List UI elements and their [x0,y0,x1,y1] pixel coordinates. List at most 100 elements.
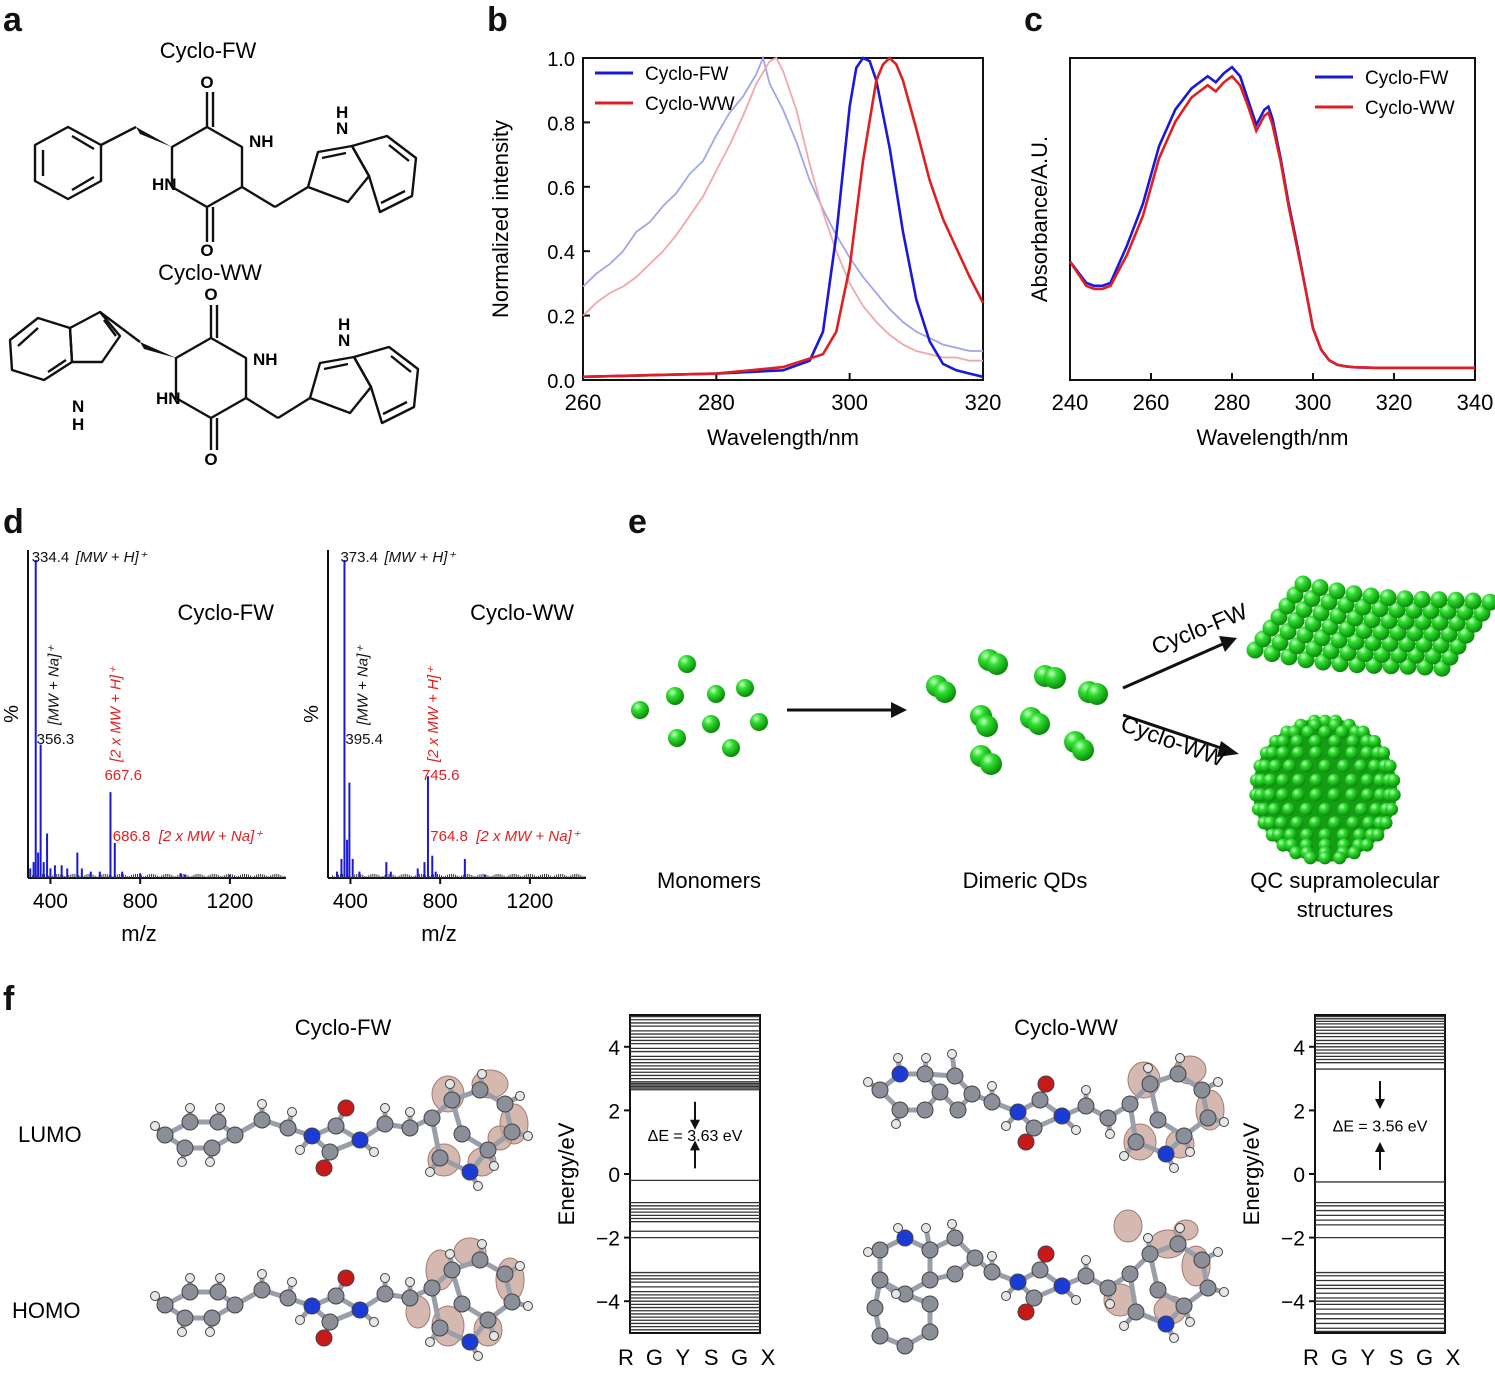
sphere [1318,759,1332,773]
lumo-label: LUMO [18,1122,82,1147]
sphere [934,681,956,703]
sphere [1367,734,1381,748]
carbon-atom [453,1295,471,1313]
x-tick-label: 320 [965,390,1002,415]
sphere [1318,714,1332,728]
sphere [702,715,720,733]
carbon-atom [983,1263,1001,1281]
sphere [1337,759,1351,773]
sphere [1360,746,1374,760]
carbon-atom [871,1271,889,1289]
sphere [1291,773,1305,787]
carbon-atom [279,1289,297,1307]
sphere [1291,746,1305,760]
sphere [1379,589,1397,607]
hydrogen-atom [1119,1151,1129,1161]
sphere [1345,788,1359,802]
svg-text:O: O [204,450,217,469]
svg-text:HN: HN [152,175,177,194]
x-tick-label: 280 [698,390,735,415]
hydrogen-atom [185,1103,195,1113]
sphere [1268,759,1282,773]
hydrogen-atom [489,1161,499,1171]
x-tick-label: 800 [123,890,158,913]
hydrogen-atom [1219,1117,1229,1127]
sphere [1294,575,1312,593]
hydrogen-atom [445,1249,455,1259]
structure-cyclo-ww: Cyclo-WW O O NH HN N H H N [8,260,420,469]
sphere [1253,788,1267,802]
y-tick-label: 0 [1293,1164,1305,1187]
nitrogen-atom [1009,1103,1027,1121]
peak-ion: [2 x MW + H]⁺ [425,666,442,763]
sphere [1309,746,1323,760]
hydrogen-atom [445,1079,455,1089]
carbon-atom [1175,1297,1193,1315]
carbon-atom [401,1119,419,1137]
sphere [1327,746,1341,760]
y-tick-label: 0.6 [547,178,575,200]
sphere [976,715,998,737]
peak-ion: [2 x MW + Na]⁺ [475,828,580,845]
carbon-atom [946,1067,964,1085]
oxygen-atom [1037,1075,1055,1093]
hydrogen-atom [380,1103,390,1113]
carbon-atom [471,1251,489,1269]
hydrogen-atom [947,1049,957,1059]
sphere [678,655,696,673]
hydrogen-atom [473,1351,483,1361]
sphere [1272,828,1286,842]
y-tick-label: 0.4 [547,242,575,264]
sphere [1044,667,1066,689]
sphere [1354,802,1368,816]
y-axis-label: Normalized intensity [488,120,513,318]
molecule-fw-homo [150,1237,533,1361]
hydrogen-atom [215,1103,225,1113]
sphere [1276,734,1290,748]
carbon-atom [503,1123,521,1141]
carbon-atom [963,1085,981,1103]
svg-text:N: N [336,119,348,138]
carbon-atom [479,1311,497,1329]
carbon-atom [1149,1111,1167,1129]
spectrum-title: Cyclo-FW [177,600,274,625]
carbon-atom [916,1101,934,1119]
y-axis-label: Energy/eV [554,1122,579,1225]
x-tick-label: 1200 [207,890,254,913]
sphere [1257,802,1271,816]
carbon-atom [1169,1065,1187,1083]
sphere [1318,725,1332,739]
hydrogen-atom [893,1053,903,1063]
panel-label-f: f [3,980,15,1018]
carbon-atom [931,1083,949,1101]
x-axis-label: Wavelength/nm [1196,425,1348,450]
sphere [1327,788,1341,802]
carbon-atom [376,1285,394,1303]
sphere [1300,828,1314,842]
y-axis-label: Absorbance/A.U. [1027,136,1052,302]
peak-label: 745.6 [422,767,460,784]
sphere [980,753,1002,775]
series-line [582,56,984,379]
sphere [1346,816,1360,830]
y-tick-label: −4 [596,1291,620,1314]
carbon-atom [921,1271,939,1289]
sphere [668,729,686,747]
peak-label: 764.8 [430,828,468,845]
svg-text:O: O [200,241,213,260]
sphere [1311,579,1329,597]
oxygen-atom [337,1269,355,1287]
peak-ion: [2 x MW + Na]⁺ [158,828,263,845]
sphere [1387,788,1401,802]
sphere [1413,590,1431,608]
carbon-atom [431,1149,449,1167]
x-axis-label: m/z [421,921,456,946]
series-line [1068,74,1475,370]
x-tick-label: 320 [1376,390,1413,415]
sphere [1291,788,1305,802]
hydrogen-atom [1071,1125,1081,1135]
peak-label: 373.4 [340,549,378,566]
hydrogen-atom [1081,1085,1091,1095]
carbon-atom [1099,1109,1117,1127]
legend-label: Cyclo-WW [645,94,735,115]
